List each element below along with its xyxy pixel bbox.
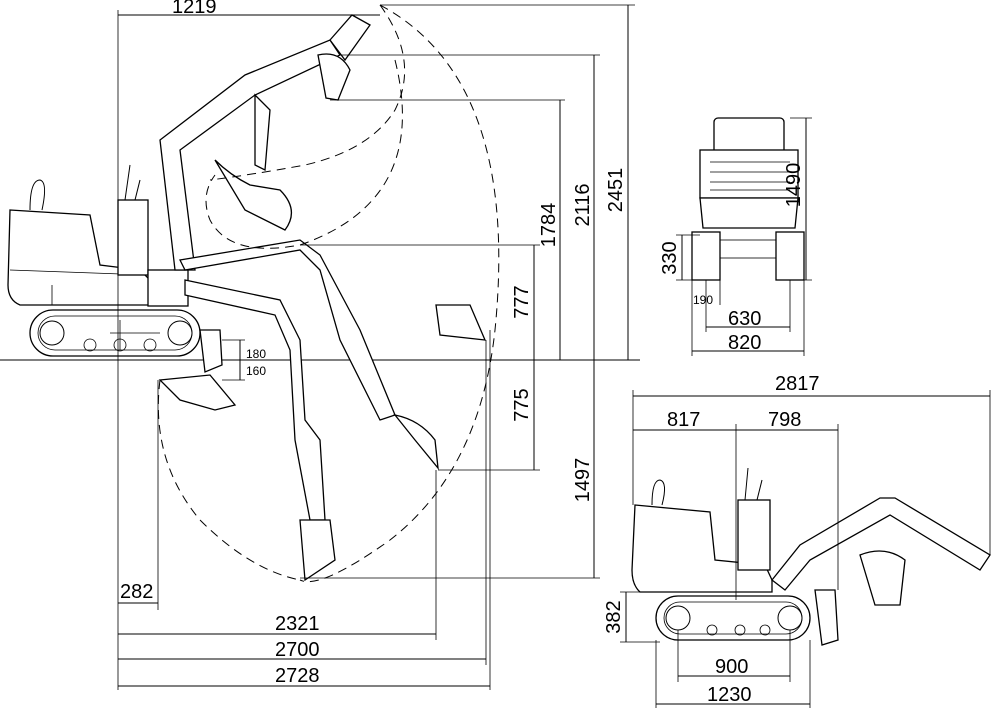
dim-190: 190 <box>693 293 713 307</box>
side-blade <box>199 329 223 373</box>
dim-2451: 2451 <box>605 168 627 213</box>
rear-seat-back <box>713 117 785 155</box>
dim-2700: 2700 <box>275 639 320 661</box>
envelope-outer <box>299 4 500 583</box>
transport-view-machine <box>631 467 991 646</box>
dim-160: 160 <box>246 364 266 378</box>
side-view-dimensions: 1219 2451 2116 1784 777 775 1497 180 160… <box>117 0 635 690</box>
side-swing-post <box>147 269 189 307</box>
dim-382: 382 <box>603 600 625 633</box>
rear-counterweight <box>699 197 799 229</box>
transport-view-dimensions: 2817 817 798 382 900 1230 <box>603 373 991 708</box>
side-control-tower <box>117 199 149 276</box>
rear-view-dimensions: 1490 330 190 630 820 <box>659 117 812 356</box>
dim-775: 775 <box>511 388 533 421</box>
bucket-deep <box>299 519 336 582</box>
rear-track-right <box>775 231 805 281</box>
dim-282: 282 <box>120 581 153 603</box>
dim-2817: 2817 <box>775 373 820 395</box>
dim-820: 820 <box>728 332 761 354</box>
side-view-machine <box>7 164 201 357</box>
dim-1230: 1230 <box>707 684 752 706</box>
dim-798: 798 <box>768 409 801 431</box>
bucket-far <box>435 304 487 341</box>
dim-630: 630 <box>728 308 761 330</box>
dim-1497: 1497 <box>572 458 594 503</box>
dim-2728: 2728 <box>275 665 320 687</box>
dim-180: 180 <box>246 347 266 361</box>
dim-1490: 1490 <box>783 163 805 208</box>
transport-track <box>655 595 811 641</box>
transport-bucket <box>859 550 906 606</box>
rear-track-left <box>691 231 721 281</box>
dim-900: 900 <box>715 656 748 678</box>
transport-blade <box>814 589 839 646</box>
dim-2116: 2116 <box>572 183 594 226</box>
dim-817: 817 <box>667 409 700 431</box>
side-view-booms <box>158 14 487 582</box>
dim-1784: 1784 <box>538 203 560 248</box>
dim-777: 777 <box>511 285 533 318</box>
rear-view-machine <box>691 117 805 281</box>
dim-1219: 1219 <box>172 0 217 18</box>
bucket-raised <box>214 159 292 231</box>
dim-330: 330 <box>659 241 681 274</box>
bucket-curl <box>158 374 237 411</box>
boom-raised <box>159 39 341 271</box>
transport-control-tower <box>737 499 771 571</box>
dim-2321: 2321 <box>275 613 320 635</box>
transport-boom <box>771 497 991 591</box>
